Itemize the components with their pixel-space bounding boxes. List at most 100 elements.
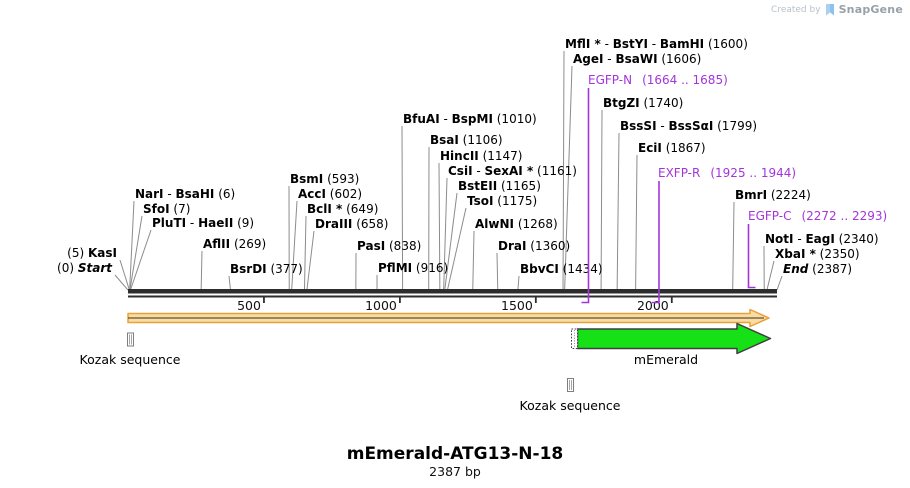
restriction-site-label[interactable]: (5) KasI [67, 246, 117, 260]
restriction-site-label[interactable]: (0) Start [57, 261, 113, 275]
restriction-site-label[interactable]: DraI (1360) [498, 239, 570, 253]
label-text: (1010) [493, 112, 537, 126]
label-text: (916) [412, 261, 448, 275]
label-text: (0) [57, 261, 78, 275]
label-text: PflMI [378, 261, 412, 275]
site-leader-line [200, 250, 203, 291]
label-text: AccI [298, 187, 326, 201]
label-text: (649) [342, 202, 378, 216]
label-text: (2387) [808, 262, 852, 276]
site-leader-line [401, 125, 404, 291]
label-text: BssSαI [669, 119, 714, 133]
label-text: PasI [357, 239, 385, 253]
kozak-sequence-label[interactable]: Kozak sequence [80, 352, 181, 367]
label-text: AlwNI [475, 217, 514, 231]
label-text: HaeII [198, 216, 233, 230]
label-text: - [473, 164, 485, 178]
primer-label[interactable]: EXFP-R (1925 .. 1944) [658, 166, 796, 180]
label-text: BssSI [620, 119, 657, 133]
restriction-site-label[interactable]: BsmI (593) [290, 172, 359, 186]
restriction-site-label[interactable]: BstEII (1165) [458, 179, 541, 193]
label-text: (602) [326, 187, 362, 201]
ruler-tick-label: 1500 [501, 298, 533, 313]
site-leader-line [635, 154, 638, 291]
restriction-site-label[interactable]: TsoI (1175) [467, 194, 537, 208]
primer-annotation-line [652, 181, 660, 304]
site-leader-line [291, 200, 298, 291]
site-leader-line [303, 215, 307, 291]
site-leader-line [616, 132, 620, 291]
restriction-site-label[interactable]: AflII (269) [203, 237, 266, 251]
label-text: EagI [805, 232, 834, 246]
restriction-site-label[interactable]: SfoI (7) [143, 202, 190, 216]
label-text: EGFP-C [748, 209, 791, 223]
label-text: NotI [765, 232, 794, 246]
restriction-site-label[interactable]: BsaI (1106) [430, 133, 503, 147]
label-text: SexAI * [485, 164, 534, 178]
restriction-site-label[interactable]: PluTI - HaeII (9) [152, 216, 254, 230]
label-text: BsaHI [176, 187, 215, 201]
watermark-brand: SnapGene [838, 3, 903, 16]
restriction-site-label[interactable]: PflMI (916) [378, 261, 448, 275]
kozak-sequence-marker[interactable] [567, 378, 574, 392]
restriction-site-label[interactable]: BclI * (649) [307, 202, 378, 216]
restriction-site-label[interactable]: AccI (602) [298, 187, 362, 201]
site-leader-line [496, 252, 499, 291]
restriction-site-label[interactable]: CsiI - SexAI * (1161) [448, 164, 577, 178]
restriction-site-label[interactable]: MflI * - BstYI - BamHI (1600) [565, 37, 748, 51]
site-leader-line [562, 50, 565, 291]
site-leader-line [776, 275, 783, 291]
restriction-site-label[interactable]: EciI (1867) [638, 141, 706, 155]
label-text: (838) [385, 239, 421, 253]
restriction-site-label[interactable]: BmrI (2224) [735, 188, 811, 202]
restriction-site-label[interactable]: AlwNI (1268) [475, 217, 558, 231]
label-text: (1867) [662, 141, 706, 155]
restriction-site-label[interactable]: BsrDI (377) [230, 262, 303, 276]
label-text: XbaI * [775, 247, 817, 261]
restriction-site-label[interactable]: BtgZI (1740) [603, 96, 683, 110]
restriction-site-label[interactable]: HincII (1147) [440, 149, 522, 163]
mEmerald-cds-arrow[interactable] [576, 322, 772, 355]
label-text: End [783, 262, 809, 276]
restriction-site-label[interactable]: BssSI - BssSαI (1799) [620, 119, 757, 133]
kozak-sequence-marker[interactable] [127, 332, 134, 347]
construct-name: mEmerald-ATG13-N-18 [346, 444, 564, 464]
restriction-site-label[interactable]: NarI - BsaHI (6) [135, 187, 235, 201]
label-text: - [440, 112, 452, 126]
mEmerald-feature-label[interactable]: mEmerald [634, 352, 698, 367]
site-leader-line [129, 229, 152, 291]
site-leader-line [564, 65, 573, 291]
label-text: DraIII [315, 217, 352, 231]
label-text: EXFP-R [658, 166, 700, 180]
label-text: (1161) [533, 164, 577, 178]
primer-label[interactable]: EGFP-C(2272 .. 2293) [748, 209, 887, 223]
label-text: 1000 [365, 298, 397, 313]
primer-label[interactable]: EGFP-N(1664 .. 1685) [588, 73, 728, 87]
restriction-site-label[interactable]: NotI - EagI (2340) [765, 232, 879, 246]
restriction-site-label[interactable]: DraIII (658) [315, 217, 388, 231]
restriction-site-label[interactable]: End (2387) [783, 262, 852, 276]
label-text: (1434) [559, 262, 603, 276]
ruler-tick-label: 500 [237, 298, 261, 313]
site-leader-line [766, 260, 775, 291]
kozak-sequence-label[interactable]: Kozak sequence [520, 398, 621, 413]
sequence-ruler-bar [128, 295, 777, 298]
restriction-site-label[interactable]: BbvCI (1434) [520, 262, 603, 276]
site-leader-line [444, 192, 458, 291]
label-text: Start [78, 261, 113, 275]
label-text: 1500 [501, 298, 533, 313]
restriction-site-label[interactable]: XbaI * (2350) [775, 247, 860, 261]
restriction-site-label[interactable]: BfuAI - BspMI (1010) [403, 112, 537, 126]
label-text: DraI [498, 239, 526, 253]
site-leader-line [129, 215, 143, 291]
restriction-site-label[interactable]: AgeI - BsaWI (1606) [573, 52, 701, 66]
restriction-site-label[interactable]: PasI (838) [357, 239, 421, 253]
label-text: NarI [135, 187, 164, 201]
label-text: AflII [203, 237, 230, 251]
label-text: (2340) [835, 232, 879, 246]
label-text: KasI [88, 246, 117, 260]
label-text: EciI [638, 141, 662, 155]
site-leader-line [438, 162, 441, 291]
label-text: (1925 .. 1944) [710, 166, 796, 180]
label-text: (1664 .. 1685) [642, 73, 728, 87]
